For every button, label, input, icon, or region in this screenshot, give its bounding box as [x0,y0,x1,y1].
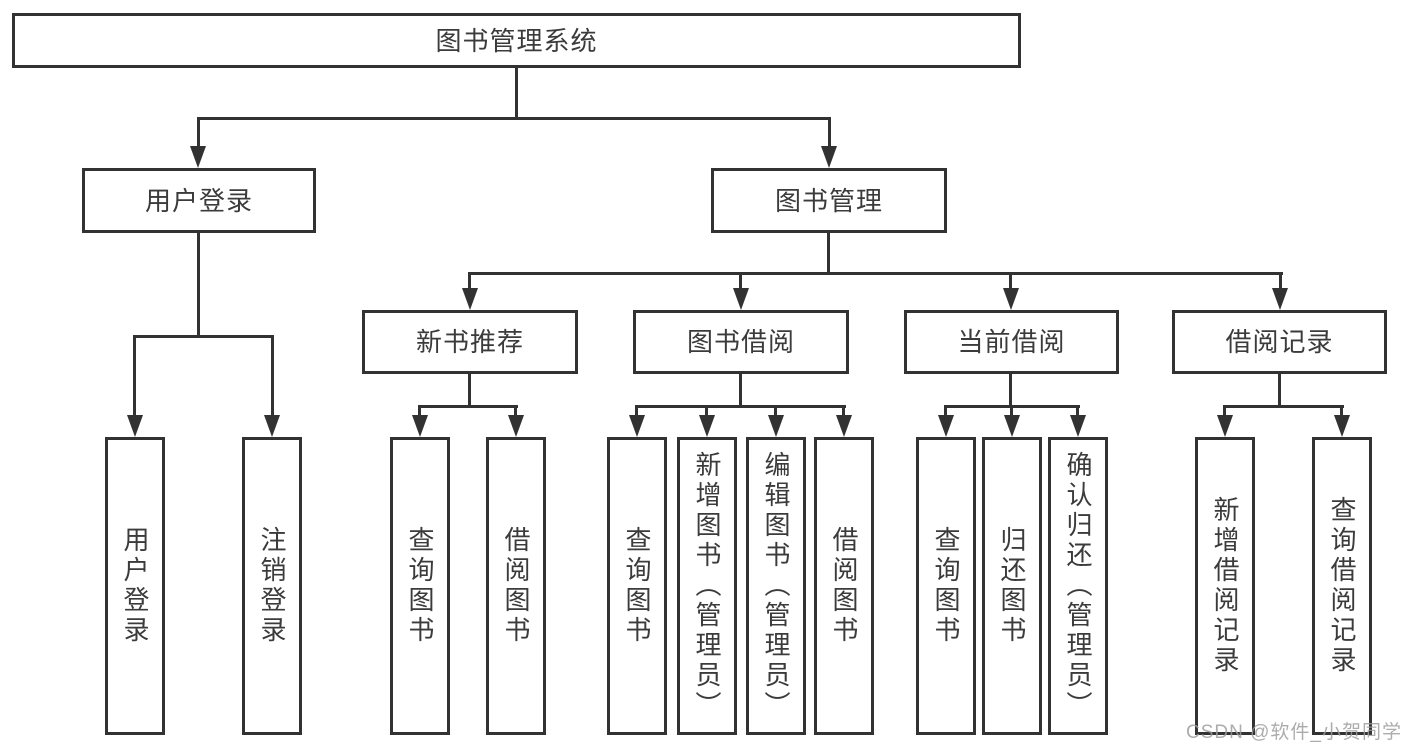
node-book-management: 图书管理 [711,168,947,233]
leaf-logout: 注销登录 [242,437,302,735]
leaf-label: 归还图书 [997,526,1027,646]
leaf-query-books: 查询图书 [607,437,667,735]
node-label: 用户登录 [144,185,253,216]
leaf-query-borrow-record: 查询借阅记录 [1312,437,1372,735]
connector-line [133,335,136,417]
leaf-label: 查询图书 [622,526,652,646]
node-borrow-records: 借阅记录 [1172,310,1387,374]
leaf-user-login: 用户登录 [105,437,165,735]
node-current-borrow: 当前借阅 [904,310,1119,374]
connector-line [1010,405,1013,418]
leaf-label: 用户登录 [120,526,150,646]
arrowhead-icon [127,415,143,437]
leaf-label: 新增图书（管理员） [692,451,722,721]
connector-line [944,405,947,418]
connector-line [1009,272,1012,290]
connector-line [705,405,708,418]
node-new-book-recommend: 新书推荐 [362,310,578,374]
leaf-query-books: 查询图书 [390,437,450,735]
connector-line [514,405,517,418]
leaf-confirm-return-admin: 确认归还（管理员） [1048,437,1108,735]
node-label: 图书借阅 [686,327,795,357]
leaf-label: 借阅图书 [501,526,531,646]
arrowhead-icon [462,288,478,310]
arrowhead-icon [264,415,280,437]
connector-line [1340,405,1343,418]
connector-line [515,68,518,120]
node-label: 图书管理 [774,185,883,216]
arrowhead-icon [1272,288,1288,310]
arrowhead-icon [1070,415,1086,437]
connector-line [1278,374,1281,408]
connector-line [739,374,742,408]
connector-line [468,374,471,408]
csdn-watermark: CSDN @软件_小贺同学 [1186,722,1402,743]
arrowhead-icon [938,415,954,437]
connector-line [827,233,830,275]
connector-line [133,335,274,338]
arrowhead-icon [1217,415,1233,437]
node-label: 当前借阅 [957,327,1066,357]
connector-line [1223,405,1344,408]
leaf-edit-books-admin: 编辑图书（管理员） [746,437,806,735]
connector-line [468,272,471,290]
connector-line [197,117,200,148]
leaf-borrow-books: 借阅图书 [486,437,546,735]
leaf-return-books: 归还图书 [982,437,1042,735]
arrowhead-icon [508,415,524,437]
leaf-label: 查询借阅记录 [1327,496,1357,676]
arrowhead-icon [1334,415,1350,437]
arrowhead-icon [699,415,715,437]
connector-line [739,272,742,290]
arrowhead-icon [1004,415,1020,437]
leaf-borrow-books: 借阅图书 [814,437,874,735]
connector-line [1223,405,1226,418]
leaf-label: 借阅图书 [829,526,859,646]
node-library-system: 图书管理系统 [12,13,1021,68]
node-label: 图书管理系统 [435,25,598,56]
connector-line [1076,405,1079,418]
connector-line [197,233,200,338]
arrowhead-icon [412,415,428,437]
arrowhead-icon [836,415,852,437]
node-label: 借阅记录 [1225,327,1334,357]
arrowhead-icon [1003,288,1019,310]
leaf-add-books-admin: 新增图书（管理员） [677,437,737,735]
connector-line [635,405,638,418]
node-label: 新书推荐 [415,327,524,357]
connector-line [1009,374,1012,408]
arrowhead-icon [821,146,837,168]
leaf-label: 新增借阅记录 [1210,496,1240,676]
connector-line [271,335,274,417]
leaf-label: 查询图书 [931,526,961,646]
connector-line [418,405,421,418]
connector-line [635,405,846,408]
leaf-query-books: 查询图书 [916,437,976,735]
node-user-login: 用户登录 [82,168,316,233]
connector-line [842,405,845,418]
connector-line [468,272,1283,275]
connector-line [418,405,518,408]
leaf-label: 编辑图书（管理员） [761,451,791,721]
connector-line [1279,272,1282,290]
connector-line [197,117,831,120]
leaf-label: 确认归还（管理员） [1063,451,1093,721]
connector-line [828,117,831,148]
arrowhead-icon [733,288,749,310]
leaf-add-borrow-record: 新增借阅记录 [1195,437,1255,735]
connector-line [774,405,777,418]
leaf-label: 查询图书 [405,526,435,646]
arrowhead-icon [629,415,645,437]
node-book-borrow: 图书借阅 [633,310,849,374]
arrowhead-icon [768,415,784,437]
arrowhead-icon [190,146,206,168]
leaf-label: 注销登录 [257,526,287,646]
